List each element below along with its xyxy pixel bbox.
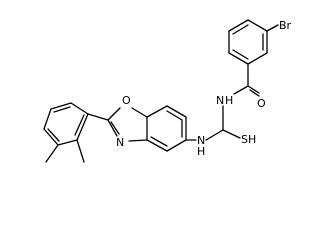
amide-nitrogen-label: N (216, 94, 224, 107)
amide-hydrogen-label: H (225, 94, 233, 107)
benzoxazole-oxygen-label: O (122, 94, 131, 107)
molecule-diagram: Br O N H SH N H O N (43, 19, 292, 163)
amide-oxygen-label: O (257, 97, 266, 110)
thiol-label: SH (241, 133, 256, 146)
thiourea-nitrogen-label: N (197, 134, 205, 147)
bromine-label: Br (279, 19, 292, 32)
thiourea-hydrogen-label: H (197, 145, 205, 158)
bond-lines (43, 19, 279, 163)
benzoxazole-nitrogen-label: N (116, 136, 124, 149)
